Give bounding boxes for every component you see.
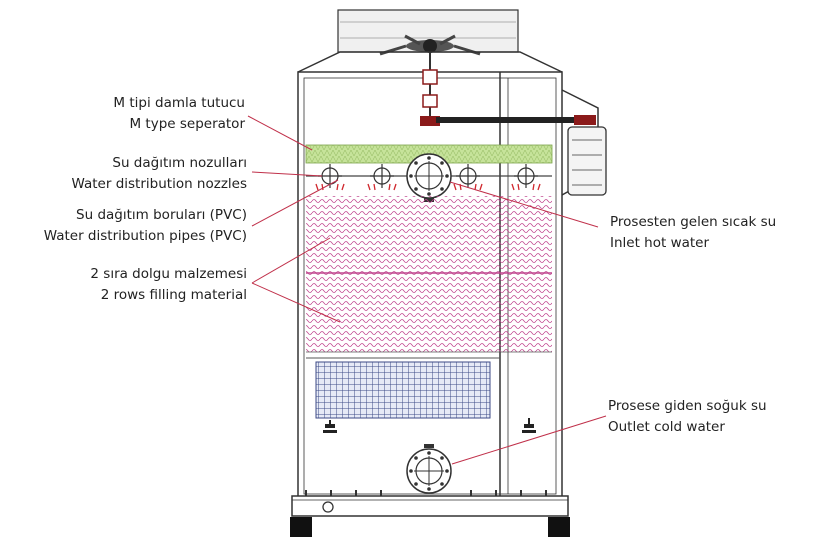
nozzle-icon — [318, 164, 538, 188]
label-outlet-tr: Prosese giden soğuk su — [608, 398, 767, 414]
label-nozzles: Su dağıtım nozulları Water distribution … — [72, 153, 248, 195]
label-separator: M tipi damla tutucu M type seperator — [113, 93, 245, 135]
label-filling: 2 sıra dolgu malzemesi 2 rows filling ma… — [90, 264, 247, 306]
label-pipes-tr: Su dağıtım boruları (PVC) — [76, 207, 247, 223]
motor-icon — [567, 115, 607, 196]
leader-lines — [247, 115, 607, 465]
tower-base — [290, 490, 570, 537]
label-pipes-en: Water distribution pipes (PVC) — [43, 228, 247, 244]
label-separator-tr: M tipi damla tutucu — [113, 95, 245, 111]
level-switch-icon — [323, 418, 536, 433]
label-nozzles-en: Water distribution nozzles — [71, 176, 248, 192]
outlet-flange-icon — [406, 444, 452, 494]
label-inlet: Prosesten gelen sıcak su Inlet hot water — [610, 212, 776, 254]
spray-marks — [315, 183, 541, 191]
label-inlet-tr: Prosesten gelen sıcak su — [610, 214, 777, 230]
label-pipes: Su dağıtım boruları (PVC) Water distribu… — [44, 205, 247, 247]
label-nozzles-tr: Su dağıtım nozulları — [112, 155, 247, 171]
drive-belt — [436, 117, 584, 123]
label-inlet-en: Inlet hot water — [610, 235, 710, 251]
inlet-flange-icon — [406, 153, 452, 202]
label-filling-en: 2 rows filling material — [100, 287, 247, 303]
filling-media — [306, 196, 552, 353]
drive-shaft — [420, 52, 440, 126]
label-outlet-en: Outlet cold water — [608, 419, 725, 435]
label-outlet: Prosese giden soğuk su Outlet cold water — [608, 396, 767, 438]
fan-icon — [379, 34, 481, 56]
basin-grid — [306, 357, 500, 419]
label-separator-en: M type seperator — [129, 116, 245, 132]
label-filling-tr: 2 sıra dolgu malzemesi — [90, 266, 247, 282]
